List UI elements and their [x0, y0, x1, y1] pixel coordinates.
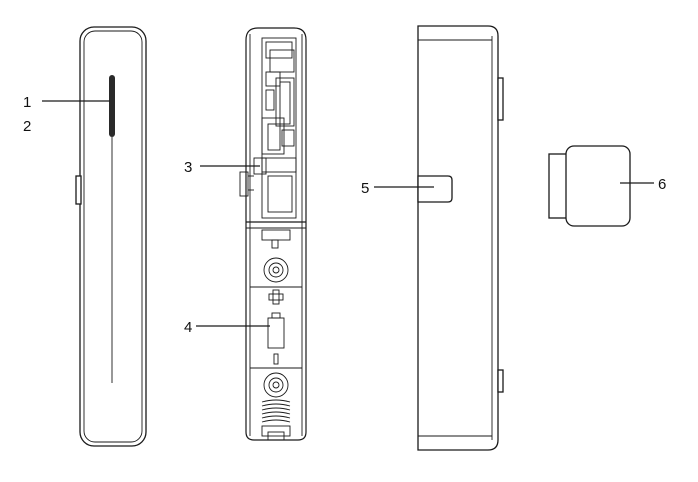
front-view — [75, 26, 147, 447]
callout-labels: 1 2 3 4 5 6 — [23, 94, 666, 336]
callout-6: 6 — [658, 176, 666, 193]
plus-icon — [268, 289, 284, 305]
callout-1: 1 — [23, 94, 31, 111]
pcb-area — [239, 37, 297, 219]
battery-compartment — [250, 257, 302, 441]
callout-2: 2 — [23, 118, 31, 135]
side-view — [417, 25, 504, 451]
tamper-clip — [239, 171, 249, 197]
leader-lines — [42, 100, 654, 327]
open-interior-view — [239, 27, 307, 441]
callout-3: 3 — [184, 159, 192, 176]
led-indicator — [109, 75, 115, 137]
side-button — [75, 175, 82, 205]
minus-icon — [273, 353, 279, 365]
magnet-view — [548, 145, 631, 227]
battery-icon — [267, 312, 285, 349]
callout-5: 5 — [361, 180, 369, 197]
mounting-lug — [417, 175, 453, 203]
callout-4: 4 — [184, 319, 192, 336]
spring-icon — [261, 399, 291, 423]
